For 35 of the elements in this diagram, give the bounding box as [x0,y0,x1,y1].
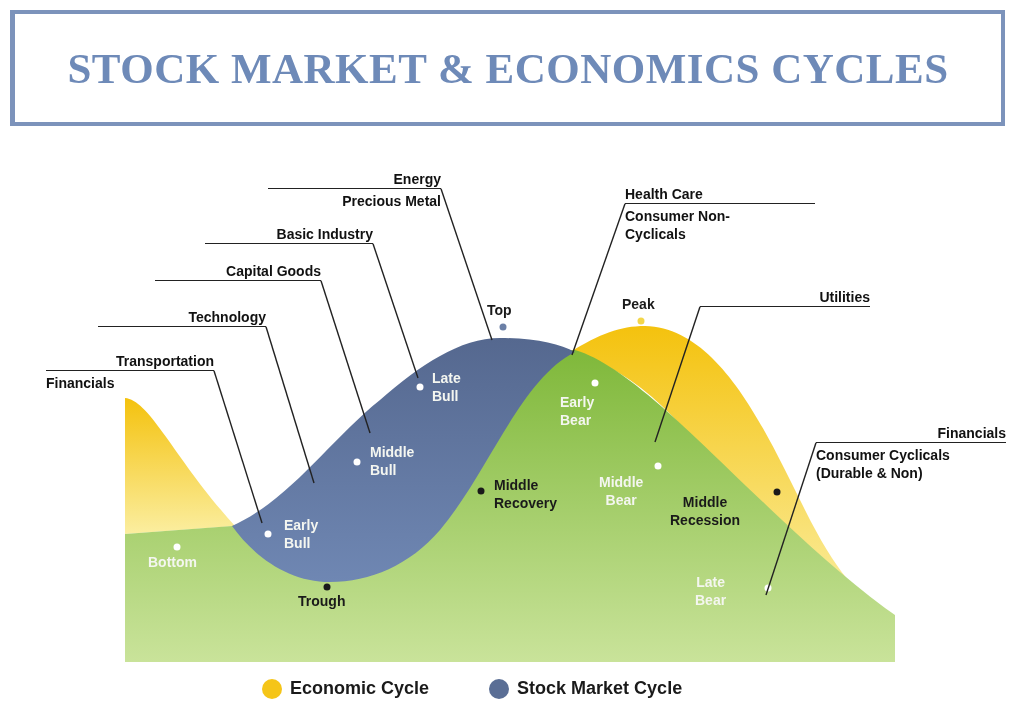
sector-label: Precious Metal [342,192,441,210]
stage-label: Middle Bear [599,473,644,509]
leader-line [372,243,419,379]
leader-line [213,370,263,524]
legend-label: Economic Cycle [290,678,430,699]
legend-label: Stock Market Cycle [517,678,683,699]
stage-label: Middle Recession [670,493,741,529]
leader-line [571,203,626,356]
sector-label: Transportation [46,352,214,371]
stage-label: Trough [298,592,346,610]
leader-line [440,188,493,341]
leader-line [265,326,315,484]
sector-label: Financials [816,424,1006,443]
title: STOCK MARKET & ECONOMICS CYCLES [67,43,949,93]
sector-label: Consumer Non-Cyclicals [625,207,731,243]
leader-line [765,442,817,596]
leader-line [320,280,371,434]
stage-label: Peak [622,295,655,313]
stage-label: Middle Recovery [494,476,558,512]
sector-label: Technology [98,308,266,327]
sector-label: Capital Goods [155,262,321,281]
stage-label: Top [487,301,512,319]
stage-label: Late Bear [695,573,727,609]
sector-label: Energy [268,170,441,189]
sector-label: Consumer Cyclicals (Durable & Non) [816,446,951,482]
stage-label: Late Bull [432,369,461,405]
sector-label: Utilities [700,288,870,307]
sector-label: Financials [46,374,115,392]
stage-label: Early Bear [560,393,595,429]
sector-label: Basic Industry [205,225,373,244]
stage-label: Bottom [148,553,197,571]
stage-label: Middle Bull [370,443,415,479]
sector-label: Health Care [625,185,815,204]
stage-label: Early Bull [284,516,319,552]
leader-line [654,306,701,443]
